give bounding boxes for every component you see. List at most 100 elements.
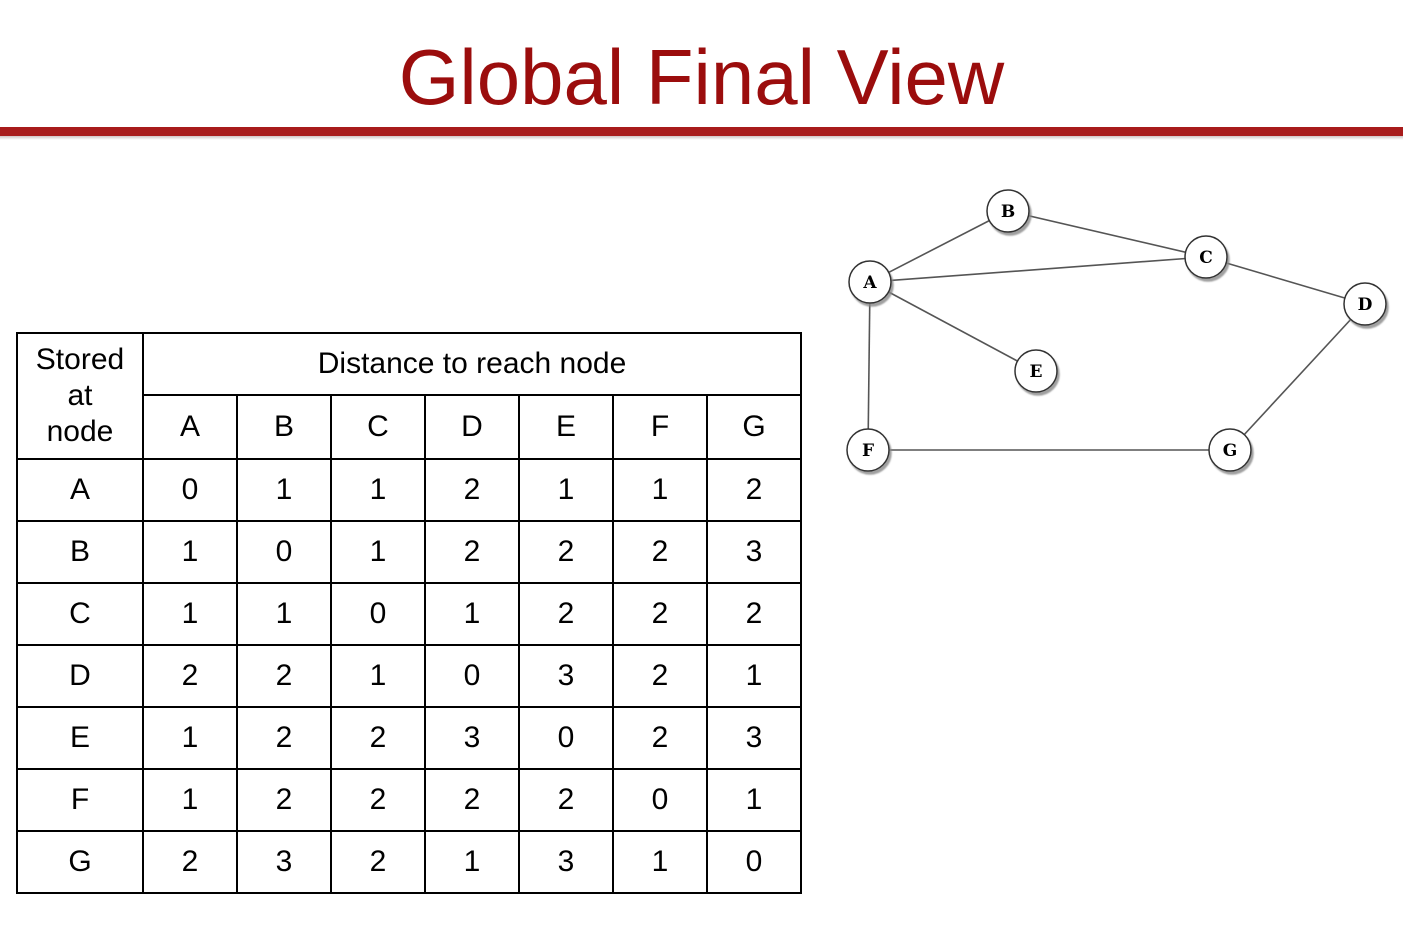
row-header: G: [16, 830, 144, 894]
graph-node-label: E: [1030, 362, 1043, 382]
distance-cell: 2: [518, 520, 614, 584]
distance-cell: 3: [236, 830, 332, 894]
distance-cell: 0: [612, 768, 708, 832]
distance-cell: 1: [236, 458, 332, 522]
distance-cell: 1: [706, 768, 802, 832]
distance-cell: 2: [142, 644, 238, 708]
graph-node-b: B: [986, 189, 1030, 233]
title-divider-shadow: [0, 136, 1403, 140]
distance-cell: 3: [518, 644, 614, 708]
distance-cell: 2: [236, 644, 332, 708]
edge-layer: [867, 210, 1366, 451]
distance-cell: 0: [330, 582, 426, 646]
distance-cell: 0: [518, 706, 614, 770]
graph-node-circle: [1184, 235, 1228, 279]
graph-edge-a-c: [869, 256, 1207, 283]
distance-cell: 2: [424, 768, 520, 832]
graph-edge-b-c: [1007, 210, 1207, 258]
distance-cell: 2: [518, 768, 614, 832]
distance-cell: 1: [612, 830, 708, 894]
distance-cell: 0: [424, 644, 520, 708]
distance-cell: 0: [142, 458, 238, 522]
distance-cell: 2: [330, 830, 426, 894]
distance-cell: 2: [330, 706, 426, 770]
graph-node-label: A: [862, 273, 877, 293]
graph-edge-c-d: [1205, 256, 1366, 305]
graph-node-label: B: [1001, 202, 1015, 222]
graph-node-f: F: [846, 428, 890, 472]
row-header: A: [16, 458, 144, 522]
page-title: Global Final View: [398, 33, 1005, 121]
distance-cell: 2: [612, 706, 708, 770]
distance-cell: 1: [518, 458, 614, 522]
distance-cell: 1: [424, 830, 520, 894]
distance-cell: 1: [330, 644, 426, 708]
distance-cell: 2: [518, 582, 614, 646]
distance-cell: 2: [236, 768, 332, 832]
distance-cell: 2: [330, 768, 426, 832]
distance-cell: 1: [142, 768, 238, 832]
graph-node-circle: [1208, 428, 1252, 472]
column-header: D: [424, 394, 520, 460]
graph-node-c: C: [1184, 235, 1228, 279]
distance-cell: 3: [706, 520, 802, 584]
row-header: B: [16, 520, 144, 584]
graph-edge-a-f: [867, 281, 871, 451]
column-header: G: [706, 394, 802, 460]
column-header: B: [236, 394, 332, 460]
distance-cell: 1: [236, 582, 332, 646]
corner-header: Stored at node: [16, 332, 144, 460]
distance-cell: 3: [424, 706, 520, 770]
distance-cell: 1: [706, 644, 802, 708]
distance-cell: 2: [612, 520, 708, 584]
graph-node-circle: [1014, 349, 1058, 393]
row-header: F: [16, 768, 144, 832]
graph-edge-a-e: [869, 281, 1037, 372]
distance-cell: 3: [518, 830, 614, 894]
graph-node-circle: [846, 428, 890, 472]
column-header-row: A B C D E F G: [17, 394, 802, 460]
graph-node-circle: [848, 260, 892, 304]
distance-cell: 2: [612, 582, 708, 646]
table-header-row: Stored at node Distance to reach node: [16, 332, 802, 460]
graph-node-label: G: [1223, 441, 1238, 461]
graph-edge-g-d: [1229, 303, 1366, 451]
column-header: E: [518, 394, 614, 460]
distance-table: Stored at node Distance to reach node A …: [16, 332, 802, 894]
distance-cell: 1: [330, 520, 426, 584]
distance-cell: 1: [612, 458, 708, 522]
graph-node-circle: [1343, 282, 1387, 326]
corner-line: at: [67, 379, 93, 412]
distance-cell: 2: [424, 520, 520, 584]
distance-cell: 1: [330, 458, 426, 522]
distance-cell: 1: [142, 520, 238, 584]
column-header: C: [330, 394, 426, 460]
distance-cell: 2: [706, 582, 802, 646]
corner-line: node: [46, 415, 114, 448]
distance-cell: 0: [706, 830, 802, 894]
graph-node-circle: [986, 189, 1030, 233]
distance-cell: 2: [236, 706, 332, 770]
distance-cell: 2: [142, 830, 238, 894]
graph-node-a: A: [848, 260, 892, 304]
corner-line: Stored: [35, 343, 125, 376]
graph-node-label: F: [862, 441, 874, 461]
title-divider: [0, 127, 1403, 136]
distance-cell: 1: [424, 582, 520, 646]
graph-node-e: E: [1014, 349, 1058, 393]
graph-edge-a-b: [869, 210, 1009, 283]
distance-cell: 2: [424, 458, 520, 522]
row-header: D: [16, 644, 144, 708]
distance-cell: 2: [612, 644, 708, 708]
row-header: C: [16, 582, 144, 646]
